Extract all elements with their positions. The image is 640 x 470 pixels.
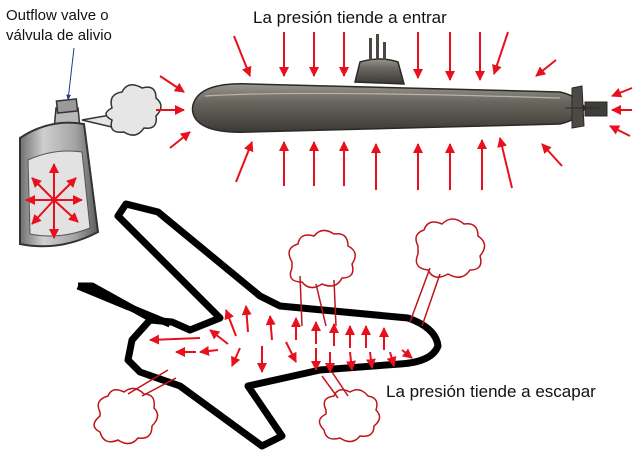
arrow-icon bbox=[611, 87, 633, 98]
spray-cloud-icon bbox=[81, 84, 162, 136]
arrow-icon bbox=[159, 75, 185, 93]
arrow-icon bbox=[365, 351, 376, 369]
cloud-icon bbox=[93, 369, 177, 445]
outflow-valve-label-line2: válvula de alivio bbox=[6, 27, 112, 44]
arrow-icon bbox=[541, 143, 563, 167]
arrow-icon bbox=[265, 315, 276, 341]
arrow-icon bbox=[149, 334, 201, 345]
submarine-caption: La presión tiende a entrar bbox=[253, 8, 447, 27]
cloud-icon bbox=[409, 218, 486, 327]
arrow-icon bbox=[492, 31, 509, 75]
outflow-valve-label: Outflow valve o válvula de alivio bbox=[6, 6, 112, 46]
arrow-icon bbox=[346, 351, 356, 371]
arrow-icon bbox=[609, 125, 631, 137]
arrow-icon bbox=[235, 141, 254, 183]
arrow-icon bbox=[497, 137, 513, 189]
arrow-icon bbox=[535, 59, 557, 77]
airplane-icon bbox=[76, 200, 442, 450]
arrow-icon bbox=[209, 329, 229, 345]
cloud-icon bbox=[318, 371, 381, 443]
inward-arrows bbox=[156, 31, 633, 190]
can-arrows bbox=[25, 163, 83, 239]
arrow-icon bbox=[285, 341, 297, 363]
arrow-icon bbox=[401, 348, 413, 359]
submarine-icon bbox=[191, 34, 608, 133]
valve-pointer bbox=[66, 47, 75, 101]
arrow-icon bbox=[233, 35, 252, 77]
outward-arrows bbox=[149, 305, 413, 373]
cloud-icon bbox=[288, 229, 356, 327]
arrow-icon bbox=[199, 346, 219, 356]
arrow-icon bbox=[386, 351, 397, 367]
arrow-icon bbox=[224, 309, 237, 337]
escape-clouds bbox=[93, 218, 486, 445]
arrow-icon bbox=[169, 131, 191, 149]
outflow-valve-label-line1: Outflow valve o bbox=[6, 7, 109, 24]
airplane-caption: La presión tiende a escapar bbox=[386, 382, 596, 401]
arrow-icon bbox=[241, 305, 252, 333]
arrow-icon bbox=[231, 347, 241, 367]
